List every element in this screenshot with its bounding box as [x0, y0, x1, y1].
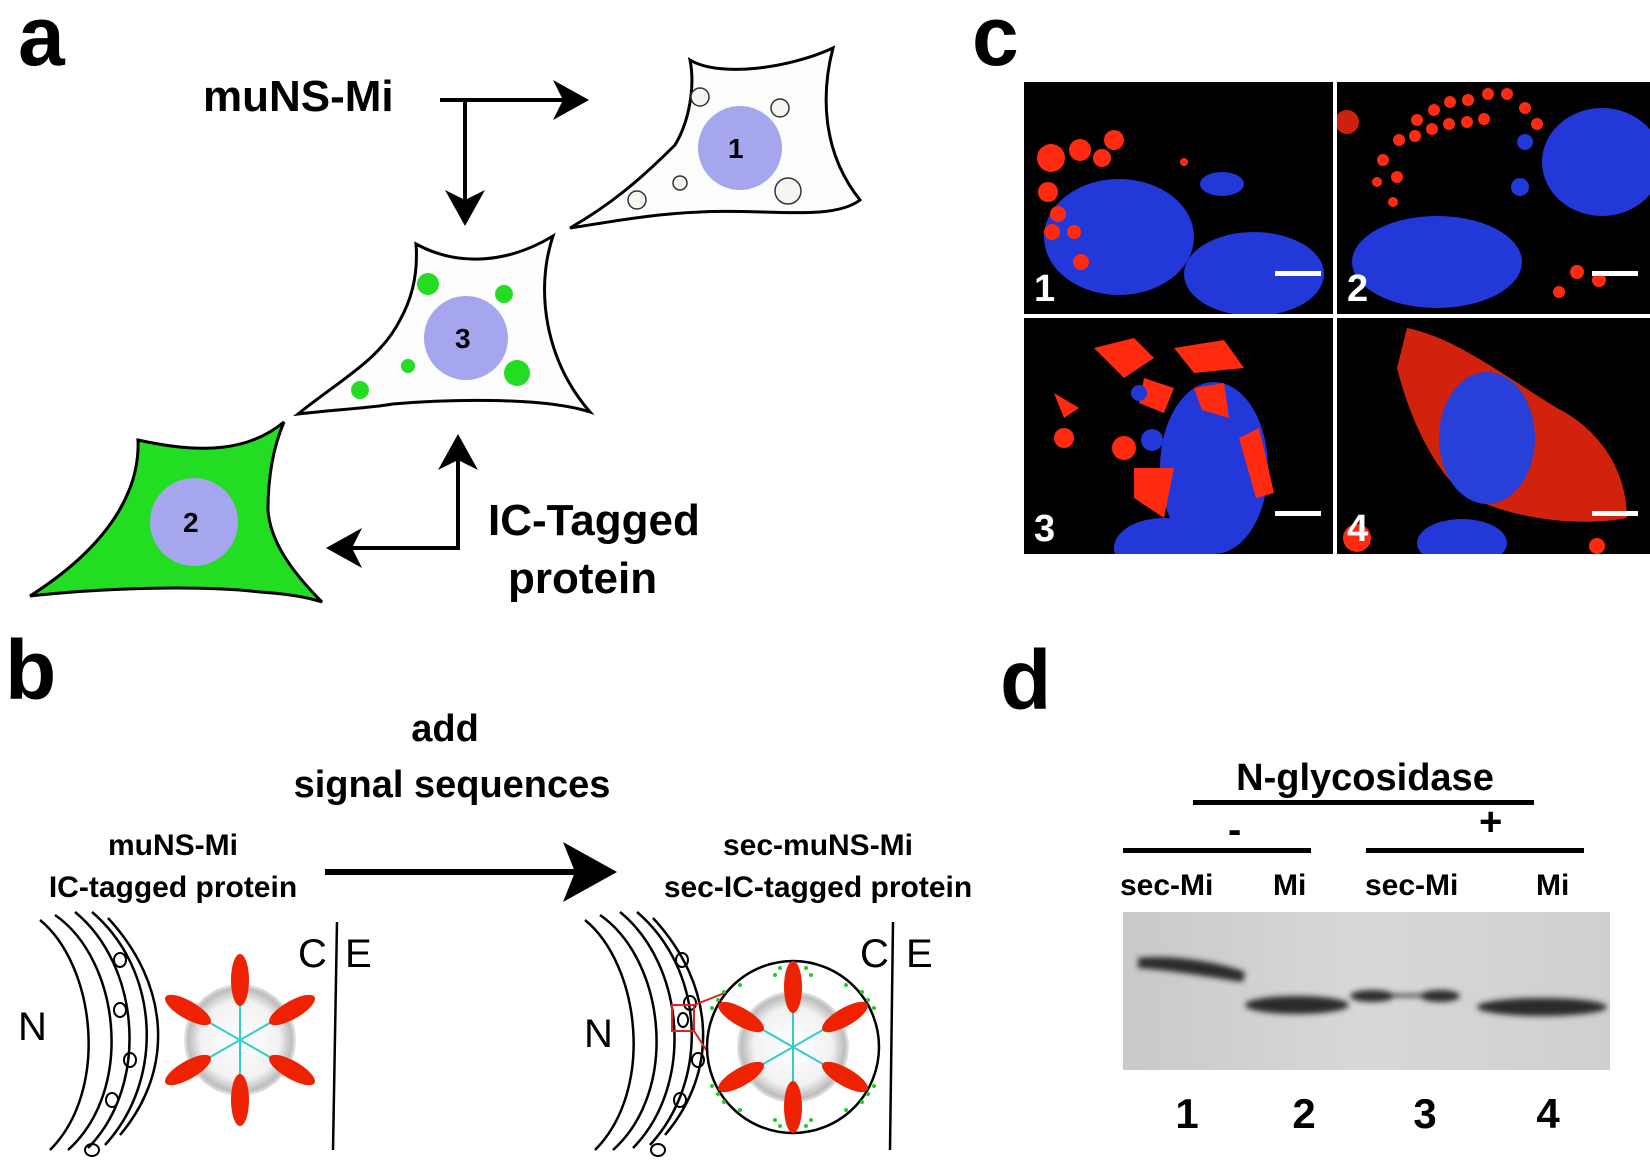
lane-number-1: 1	[1175, 1090, 1199, 1137]
panel-b-diagram	[39, 842, 617, 1157]
cell-2-number: 2	[183, 507, 199, 538]
treatment-line	[1193, 800, 1534, 805]
lane-label-1: sec-Mi	[1120, 869, 1214, 902]
panel-label-d: d	[1000, 633, 1052, 727]
zoom-box	[671, 1004, 695, 1032]
cell-3-nucleus	[424, 296, 508, 380]
micrograph-3: 3	[1024, 318, 1333, 554]
lane-number-2: 2	[1292, 1090, 1316, 1137]
cytoplasm-label-left: C	[298, 932, 327, 976]
plus-group-line	[1366, 848, 1584, 853]
cell-3-number: 3	[455, 323, 471, 354]
signal-sequences-label: signal sequences	[293, 764, 611, 806]
right-label-line2: sec-IC-tagged protein	[663, 871, 973, 904]
cell-3-inclusion	[351, 381, 369, 399]
lane-number-4: 4	[1536, 1090, 1560, 1137]
panel-label-c: c	[972, 0, 1019, 83]
treatment-label: N-glycosidase	[1236, 757, 1494, 799]
left-label-line2: IC-tagged protein	[48, 871, 298, 904]
add-label: add	[411, 708, 479, 750]
cell-1-number: 1	[728, 133, 744, 164]
label-muns-mi: muNS-Mi	[203, 72, 394, 121]
micrograph-4-number: 4	[1347, 508, 1369, 550]
panel-label-b: b	[5, 623, 57, 717]
cell-1-nucleus	[698, 106, 782, 190]
cytoplasm-label-right: C	[860, 932, 889, 976]
micrograph-1: 1	[1024, 82, 1333, 314]
minus-group-line	[1123, 848, 1311, 853]
extracellular-label-right: E	[906, 932, 933, 976]
micrograph-2-number: 2	[1347, 268, 1369, 310]
right-label-line1: sec-muNS-Mi	[722, 829, 914, 862]
micrograph-3-number: 3	[1034, 508, 1056, 550]
scale-bar	[1275, 271, 1321, 276]
plus-sign: +	[1479, 800, 1503, 844]
lane-label-4: Mi	[1536, 869, 1570, 902]
micrograph-2: 2	[1337, 82, 1650, 314]
micrograph-1-number: 1	[1034, 268, 1056, 310]
cell-1-vesicle	[627, 190, 647, 210]
cell-1-vesicle	[690, 87, 710, 107]
membrane-right	[888, 921, 895, 1151]
label-protein: protein	[508, 554, 658, 603]
cell-3-inclusion	[495, 285, 513, 303]
panel-b-right-diagram	[584, 911, 895, 1157]
scale-bar	[1592, 511, 1638, 516]
nucleus-label-left: N	[18, 1005, 47, 1049]
cell-1-vesicle	[672, 175, 688, 191]
nucleus-label-right: N	[584, 1012, 613, 1056]
lane-label-2: Mi	[1273, 869, 1307, 902]
scale-bar	[1592, 271, 1638, 276]
lane-label-3: sec-Mi	[1365, 869, 1459, 902]
membrane-left	[331, 921, 339, 1151]
er-right	[584, 911, 705, 1151]
minus-sign: -	[1228, 808, 1242, 852]
label-ic-tagged: IC-Tagged	[488, 496, 700, 545]
panel-label-a: a	[18, 0, 65, 83]
extracellular-label-left: E	[345, 932, 372, 976]
scale-bar	[1275, 511, 1321, 516]
panel-a-diagram	[29, 45, 863, 604]
particle-right	[705, 959, 881, 1135]
micrograph-4: 4	[1337, 318, 1650, 554]
cell-3-inclusion	[504, 360, 530, 386]
left-label-line1: muNS-Mi	[108, 829, 238, 862]
cell-1-vesicle	[770, 98, 790, 118]
er-left	[39, 911, 160, 1151]
cell-2-nucleus	[150, 478, 238, 566]
particle-left	[165, 954, 315, 1126]
cell-1-vesicle	[774, 177, 802, 205]
cell-3-inclusion	[401, 359, 415, 373]
lane-number-3: 3	[1413, 1090, 1437, 1137]
cell-3-inclusion	[417, 273, 439, 295]
